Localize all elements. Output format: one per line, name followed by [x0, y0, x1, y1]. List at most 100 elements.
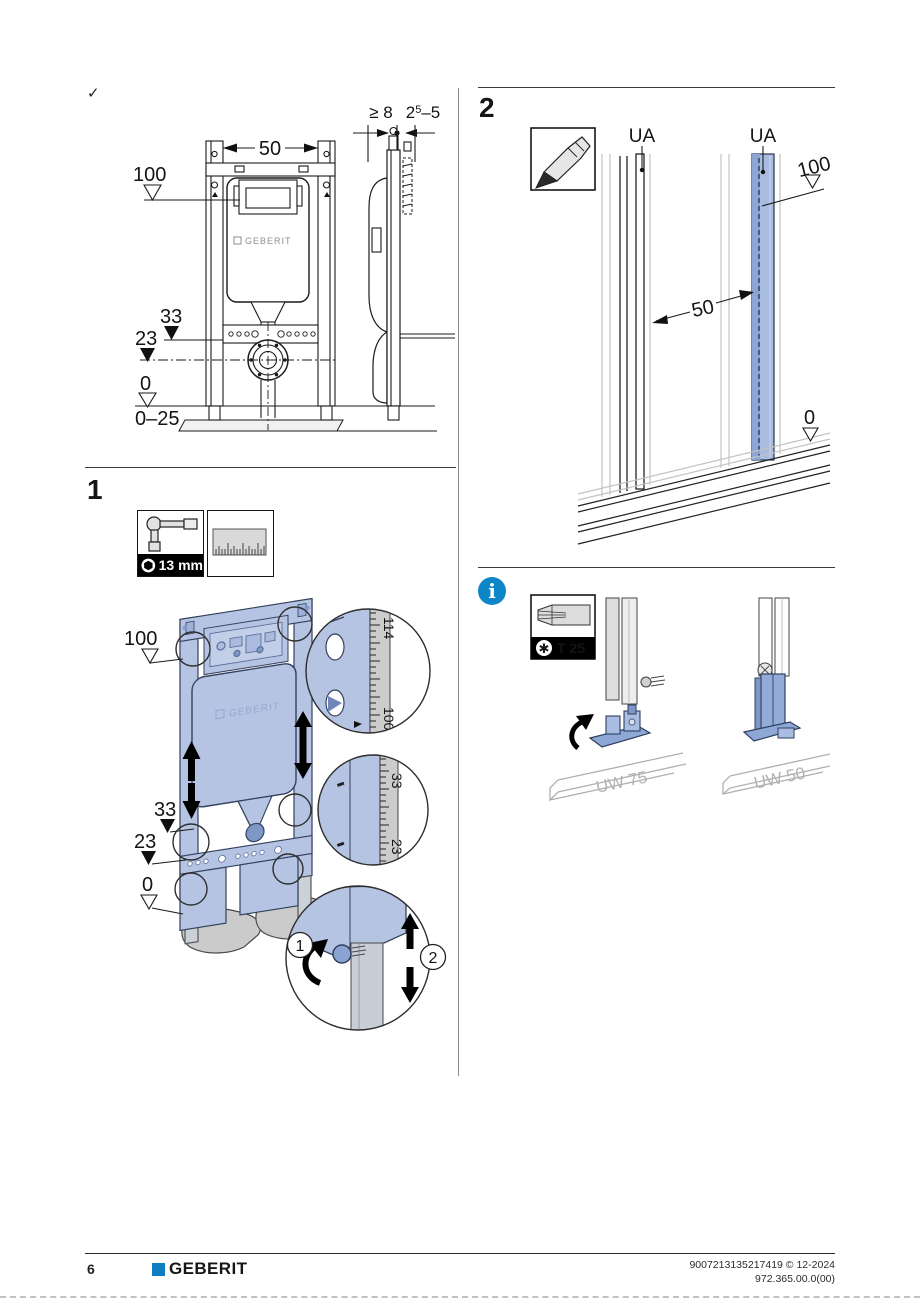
svg-text:23: 23 — [135, 328, 157, 350]
footer-page-number: 6 — [87, 1261, 95, 1277]
svg-text:33: 33 — [160, 306, 182, 328]
ua-labels: UA UA — [629, 126, 777, 175]
hex-socket-icon — [141, 558, 156, 572]
tool-ruler-box — [207, 510, 274, 577]
doc-code-line1: 9007213135217419 © 12-2024 — [689, 1259, 835, 1271]
ruler-icon — [212, 528, 267, 556]
section2-heading: 2 — [479, 92, 495, 123]
rotate-arrow — [569, 718, 586, 750]
geberit-mark-square — [215, 708, 225, 720]
page-cut-edge — [0, 1296, 920, 1298]
screw-icon — [640, 675, 666, 688]
dim-width-50: 50 — [223, 138, 318, 160]
dim-50-marker: 50 — [652, 290, 754, 324]
svg-text:100: 100 — [133, 164, 166, 186]
step1-diagram: GEBERIT 100 33 23 0 — [124, 597, 447, 1031]
floor-lines — [135, 405, 437, 432]
cistern-front: GEBERIT — [226, 177, 310, 337]
info-icon: i — [478, 577, 506, 605]
dim-plate-thickness: 25–5 — [406, 103, 441, 122]
dim-depth: ≥ 8 — [369, 103, 393, 122]
uw50-assembly: UW 50 — [722, 597, 831, 796]
callout-1-circle — [286, 931, 314, 959]
side-view-frame — [368, 126, 455, 421]
dim-100-marker: 100 — [761, 153, 833, 207]
zoom-circle-foot-detail: 1 2 — [285, 885, 447, 1031]
dim-23: 23 — [135, 328, 337, 362]
column-divider — [458, 88, 459, 1076]
svg-text:0: 0 — [140, 373, 151, 395]
pencil-icon — [535, 136, 591, 189]
front-view-frame — [205, 140, 336, 421]
section1-rule — [85, 467, 456, 468]
dim-depth-row: ≥ 8 25–5 — [353, 103, 440, 162]
svg-text:100: 100 — [124, 628, 157, 650]
tool-torx-size: T 25 — [557, 640, 585, 656]
torx-bit-icon — [537, 604, 591, 626]
uw50-label: UW 50 — [752, 763, 807, 792]
svg-text:23: 23 — [134, 831, 156, 853]
section1-heading: 1 — [87, 474, 103, 505]
callout-2-circle — [419, 943, 447, 971]
stud-group-right — [720, 153, 781, 468]
tape-value-33: 33 — [389, 773, 405, 789]
tool-socket-box: 13 mm — [137, 510, 204, 577]
height-adjust-arrows — [182, 711, 312, 819]
doc-code-line2: 972.365.00.0(00) — [755, 1273, 835, 1286]
svg-text:0–25: 0–25 — [135, 408, 180, 430]
section2-rule — [478, 87, 835, 88]
tape-value-100: 100 — [381, 707, 397, 731]
geberit-logo-square — [152, 1262, 165, 1276]
info-rule — [478, 567, 835, 568]
geberit-logo: GEBERIT — [152, 1259, 247, 1279]
floor-lines — [577, 432, 831, 545]
frame-assembly: GEBERIT — [179, 597, 313, 945]
dim-33: 33 — [160, 306, 223, 341]
ua-label-left: UA — [629, 126, 656, 147]
torx-icon — [536, 640, 552, 656]
info-diagram: ✱ T 25 UW 75 — [530, 594, 831, 802]
zoom-circle-tape-mid: 33 23 — [317, 754, 429, 866]
tape-value-23: 23 — [389, 839, 405, 855]
footer-rule — [85, 1253, 835, 1254]
tool-socket-bar: 13 mm — [138, 554, 203, 576]
uw75-profile — [549, 752, 687, 802]
svg-text:50: 50 — [259, 138, 281, 160]
svg-text:0: 0 — [804, 407, 815, 429]
callout-2: 2 — [429, 950, 438, 967]
torx-star-glyph: ✱ — [539, 641, 550, 656]
svg-text:50: 50 — [690, 296, 716, 322]
drain-flange — [222, 322, 319, 430]
dim-zero-floor: 0 0–25 — [135, 373, 180, 430]
geberit-logo-word: GEBERIT — [169, 1259, 248, 1278]
uw75-label: UW 75 — [594, 767, 649, 796]
tool-socket-size: 13 mm — [158, 557, 203, 573]
dim-zero-marker: 0 — [802, 407, 819, 443]
stud-group-left — [601, 153, 651, 497]
cistern-brand-label: GEBERIT — [245, 236, 292, 246]
callout-1: 1 — [296, 938, 305, 955]
base-plate — [178, 419, 344, 432]
pencil-tool-box — [530, 127, 596, 191]
zoom-circle-tape-top: 114 100 — [305, 608, 431, 734]
geberit-mark-square — [233, 236, 242, 245]
step1-dimensions: 100 33 23 0 — [124, 628, 195, 915]
ua-label-right: UA — [750, 126, 777, 147]
socket-wrench-icon — [146, 516, 198, 552]
tool-torx-box: ✱ T 25 — [530, 594, 596, 660]
detail-callout-circles — [172, 606, 313, 906]
dim-top-100: 100 — [133, 164, 240, 202]
svg-text:0: 0 — [142, 874, 153, 896]
tape-value-114: 114 — [381, 617, 397, 640]
step2-diagram: UA UA 100 50 — [530, 126, 833, 545]
overview-diagram: GEBERIT — [133, 103, 455, 432]
uw50-profile — [722, 753, 831, 796]
foot-bracket — [588, 704, 652, 748]
up-down-arrow — [401, 913, 419, 1003]
footer-doc-code: 9007213135217419 © 12-2024 972.365.00.0(… — [689, 1258, 835, 1286]
svg-text:33: 33 — [154, 799, 176, 821]
checkmark-icon: ✓ — [87, 85, 100, 102]
adjustment-screw — [332, 944, 352, 964]
uw75-assembly: UW 75 — [549, 597, 687, 802]
